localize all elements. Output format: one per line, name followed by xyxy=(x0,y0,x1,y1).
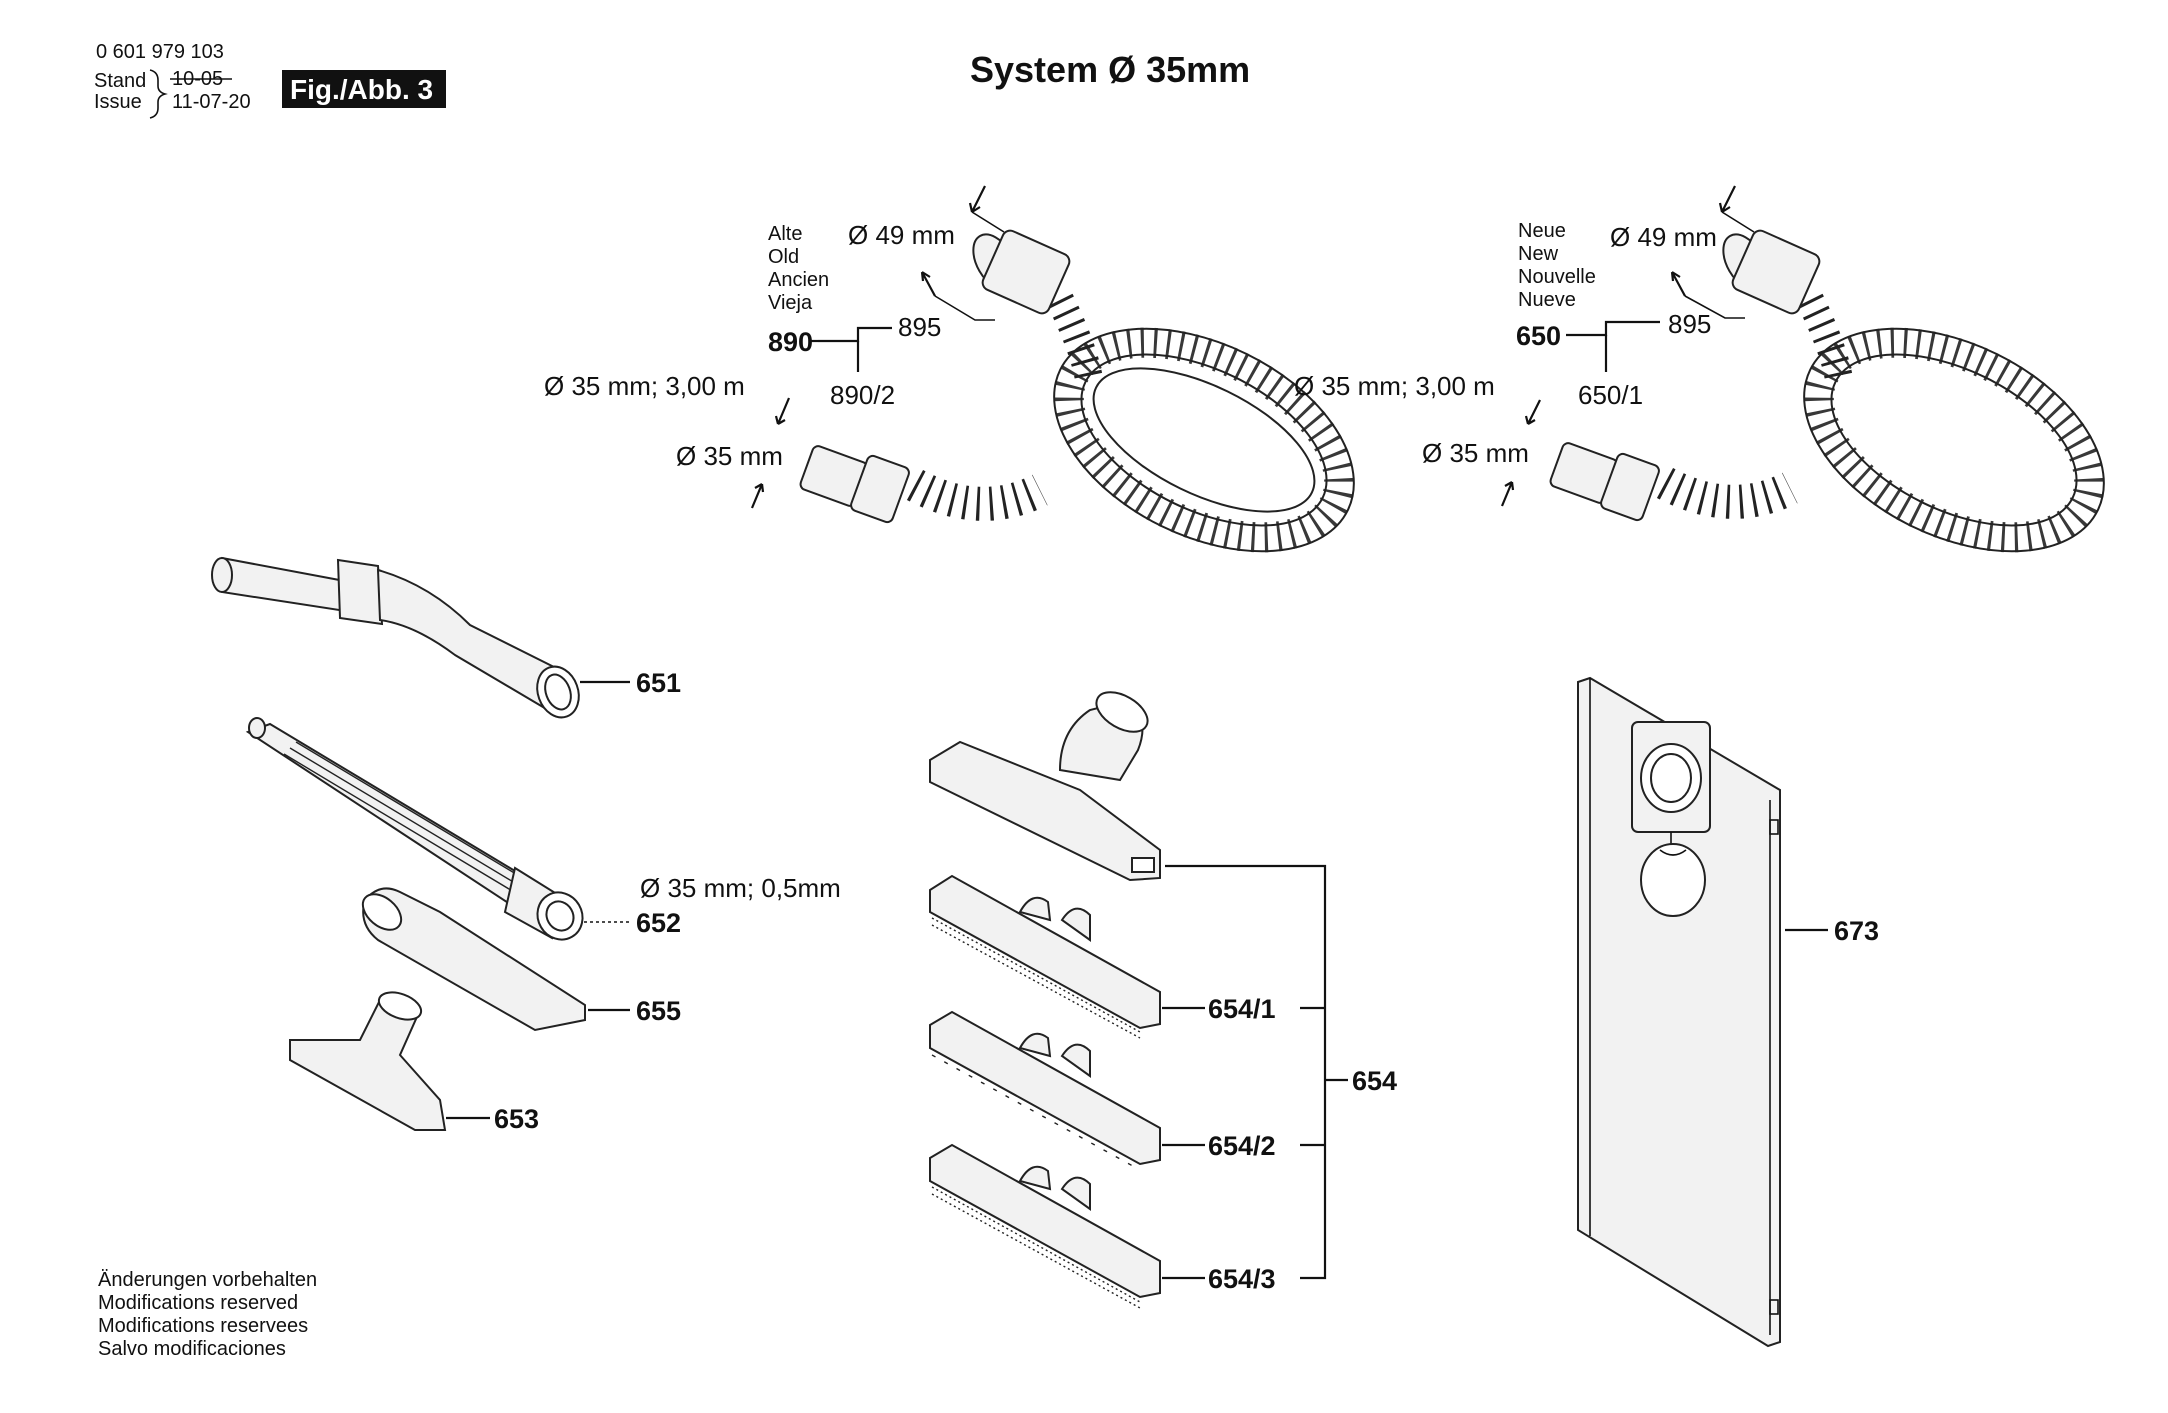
new-date: 11-07-20 xyxy=(172,91,251,113)
footer-line-2: Modifications reserved xyxy=(98,1292,298,1314)
hose-assembly-old: Alte Old Ancien Vieja Ø 49 mm 890 895 89… xyxy=(544,185,1355,553)
part-890-2: 890/2 xyxy=(830,380,895,410)
new-hose-spec: Ø 35 mm; 3,00 m xyxy=(1294,371,1495,401)
old-hose-spec: Ø 35 mm; 3,00 m xyxy=(544,371,745,401)
part-655-crevice-nozzle: 655 xyxy=(361,887,681,1032)
part-654-1-squeegee: 654/1 xyxy=(929,874,1276,1039)
part-890: 890 xyxy=(768,327,813,357)
part-654-wet-nozzle xyxy=(929,691,1161,882)
part-895-new: 895 xyxy=(1668,309,1711,339)
part-652-spec: Ø 35 mm; 0,5mm xyxy=(640,873,841,903)
dim-arrow-top xyxy=(968,185,986,213)
lang-old-3: Ancien xyxy=(768,269,829,291)
part-653-label: 653 xyxy=(494,1104,539,1134)
part-652-extension-tube: 652 Ø 35 mm; 0,5mm xyxy=(245,717,841,941)
leader-890-895 xyxy=(818,326,892,343)
footer-line-1: Änderungen vorbehalten xyxy=(98,1269,317,1291)
part-653-floor-nozzle: 653 xyxy=(289,991,539,1134)
part-654-2-squeegee: 654/2 xyxy=(929,1010,1276,1171)
dim-arrow-bottom xyxy=(774,397,791,425)
part-650: 650 xyxy=(1516,321,1561,351)
hose-old-drawing xyxy=(799,229,1355,553)
lang-new-4: Nueve xyxy=(1518,289,1576,311)
leader-650-895 xyxy=(1566,320,1660,337)
footer-line-4: Salvo modificaciones xyxy=(98,1338,286,1360)
lang-old-2: Old xyxy=(768,246,799,268)
new-dia-bottom-label: Ø 35 mm xyxy=(1422,438,1529,468)
fig-badge-bg xyxy=(282,70,446,108)
document-header: 0 601 979 103 Stand Issue 10-05 11-07-20… xyxy=(94,41,446,119)
part-652-label: 652 xyxy=(636,908,681,938)
brace-mark xyxy=(149,69,168,119)
part-673-label: 673 xyxy=(1834,916,1879,946)
dim-arrow-bottom-2 xyxy=(750,483,765,509)
part-654-1-label: 654/1 xyxy=(1208,994,1276,1024)
footer-notes: Änderungen vorbehalten Modifications res… xyxy=(98,1269,317,1360)
hose-assembly-new: Neue New Nouvelle Nueve Ø 49 mm 650 895 … xyxy=(1294,185,2105,553)
part-654-3-squeegee: 654/3 xyxy=(929,1143,1276,1309)
part-673-filter-bag: 673 xyxy=(1577,676,1879,1348)
fig-badge: Fig./Abb. 3 xyxy=(290,74,433,105)
new-dia-top-label: Ø 49 mm xyxy=(1610,222,1717,252)
footer-line-3: Modifications reservees xyxy=(98,1315,308,1337)
part-651-bent-tube: 651 xyxy=(211,556,681,719)
part-654-2-label: 654/2 xyxy=(1208,1131,1276,1161)
old-dia-bottom-label: Ø 35 mm xyxy=(676,441,783,471)
part-654-label: 654 xyxy=(1352,1066,1397,1096)
stand-label: Stand xyxy=(94,70,146,92)
part-895-old: 895 xyxy=(898,312,941,342)
lang-new-1: Neue xyxy=(1518,220,1566,242)
lang-new-2: New xyxy=(1518,243,1559,265)
part-651-label: 651 xyxy=(636,668,681,698)
part-654-3-label: 654/3 xyxy=(1208,1264,1276,1294)
dim-arrow-top-2 xyxy=(920,271,936,297)
hose-new-drawing xyxy=(1549,229,2105,553)
lang-new-3: Nouvelle xyxy=(1518,266,1596,288)
doc-number: 0 601 979 103 xyxy=(96,41,224,63)
lang-old-1: Alte xyxy=(768,223,802,245)
old-dia-top-label: Ø 49 mm xyxy=(848,220,955,250)
page-title: System Ø 35mm xyxy=(970,49,1250,90)
part-655-label: 655 xyxy=(636,996,681,1026)
leader-654-bracket xyxy=(1165,864,1348,1280)
part-650-1: 650/1 xyxy=(1578,380,1643,410)
issue-label: Issue xyxy=(94,91,142,113)
lang-old-4: Vieja xyxy=(768,292,813,314)
